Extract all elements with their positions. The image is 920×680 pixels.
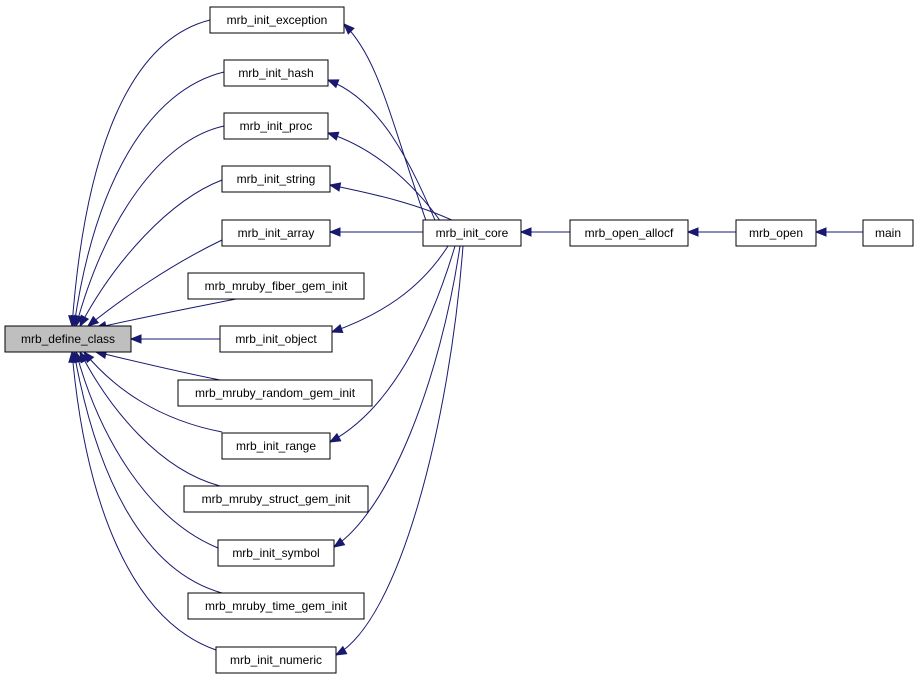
node-mrb-init-exception[interactable]: mrb_init_exception	[209, 6, 345, 34]
edge	[87, 239, 223, 327]
node-label-mrb-init-numeric: mrb_init_numeric	[230, 653, 322, 667]
node-label-mrb-init-object: mrb_init_object	[235, 332, 317, 346]
edge	[83, 351, 223, 433]
node-mrb-open[interactable]: mrb_open	[735, 219, 817, 247]
edge	[75, 125, 225, 327]
edge	[329, 184, 457, 223]
edge	[335, 245, 464, 656]
node-label-main: main	[875, 226, 901, 240]
node-label-mrb-mruby-struct-gem-init: mrb_mruby_struct_gem_init	[202, 492, 351, 506]
node-label-mrb-open: mrb_open	[749, 226, 803, 240]
edge-arrowhead	[86, 315, 100, 327]
edge-arrowhead	[326, 131, 340, 141]
node-main[interactable]: main	[862, 219, 914, 247]
node-label-mrb-init-core: mrb_init_core	[436, 226, 509, 240]
node-label-mrb-init-symbol: mrb_init_symbol	[232, 546, 319, 560]
edge-arrowhead	[68, 350, 78, 363]
node-label-mrb-init-hash: mrb_init_hash	[238, 66, 313, 80]
edge-arrowhead	[328, 227, 341, 237]
edge	[79, 351, 221, 487]
edge-arrowhead	[326, 79, 340, 89]
node-mrb-init-core[interactable]: mrb_init_core	[422, 219, 522, 247]
node-label-mrb-init-range: mrb_init_range	[236, 439, 316, 453]
edge	[95, 351, 221, 381]
edge-arrowhead	[79, 314, 90, 328]
edge-arrowhead	[686, 227, 699, 237]
edge	[71, 19, 211, 327]
node-mrb-init-hash[interactable]: mrb_init_hash	[223, 59, 329, 87]
node-label-mrb-mruby-fiber-gem-init: mrb_mruby_fiber_gem_init	[205, 279, 348, 293]
edge	[73, 71, 225, 327]
edge	[331, 245, 449, 333]
edge-arrowhead	[334, 645, 348, 656]
edge	[75, 351, 219, 549]
edge	[343, 23, 431, 233]
node-mrb-open-allocf[interactable]: mrb_open_allocf	[569, 219, 689, 247]
node-mrb-init-object[interactable]: mrb_init_object	[219, 325, 333, 353]
edge	[73, 351, 223, 594]
node-label-mrb-define-class: mrb_define_class	[21, 332, 115, 346]
edge	[95, 298, 237, 329]
node-mrb-init-range[interactable]: mrb_init_range	[221, 432, 331, 460]
node-label-mrb-init-proc: mrb_init_proc	[240, 119, 313, 133]
node-mrb-init-array[interactable]: mrb_init_array	[221, 219, 331, 247]
node-label-mrb-init-exception: mrb_init_exception	[227, 13, 328, 27]
edge-arrowhead	[343, 23, 355, 35]
node-label-mrb-open-allocf: mrb_open_allocf	[585, 226, 674, 240]
edge-arrowhead	[330, 324, 344, 333]
edges-layer	[68, 19, 863, 656]
node-mrb-define-class[interactable]: mrb_define_class	[4, 325, 132, 353]
node-label-mrb-mruby-time-gem-init: mrb_mruby_time_gem_init	[205, 599, 348, 613]
node-mrb-init-proc[interactable]: mrb_init_proc	[223, 112, 329, 140]
edge-arrowhead	[814, 227, 827, 237]
node-mrb-init-string[interactable]: mrb_init_string	[221, 165, 331, 193]
edge-arrowhead	[328, 432, 342, 443]
node-mrb-init-symbol[interactable]: mrb_init_symbol	[217, 539, 335, 567]
node-mrb-mruby-struct-gem-init[interactable]: mrb_mruby_struct_gem_init	[183, 485, 369, 513]
edge-arrowhead	[519, 227, 532, 237]
edge	[329, 245, 456, 443]
edge-arrowhead	[328, 182, 342, 192]
edge	[71, 351, 217, 651]
node-mrb-mruby-fiber-gem-init[interactable]: mrb_mruby_fiber_gem_init	[187, 272, 365, 300]
edge	[327, 132, 449, 233]
node-mrb-init-numeric[interactable]: mrb_init_numeric	[215, 646, 337, 674]
edge	[333, 245, 461, 548]
node-mrb-mruby-time-gem-init[interactable]: mrb_mruby_time_gem_init	[187, 592, 365, 620]
node-mrb-mruby-random-gem-init[interactable]: mrb_mruby_random_gem_init	[177, 379, 373, 407]
edge	[79, 179, 223, 327]
node-label-mrb-mruby-random-gem-init: mrb_mruby_random_gem_init	[195, 386, 356, 400]
node-label-mrb-init-string: mrb_init_string	[237, 172, 316, 186]
nodes-layer: mrb_define_class mrb_init_exception mrb_…	[4, 6, 914, 674]
edge-arrowhead	[332, 537, 346, 548]
node-label-mrb-init-array: mrb_init_array	[238, 226, 315, 240]
edge-arrowhead	[129, 334, 142, 344]
